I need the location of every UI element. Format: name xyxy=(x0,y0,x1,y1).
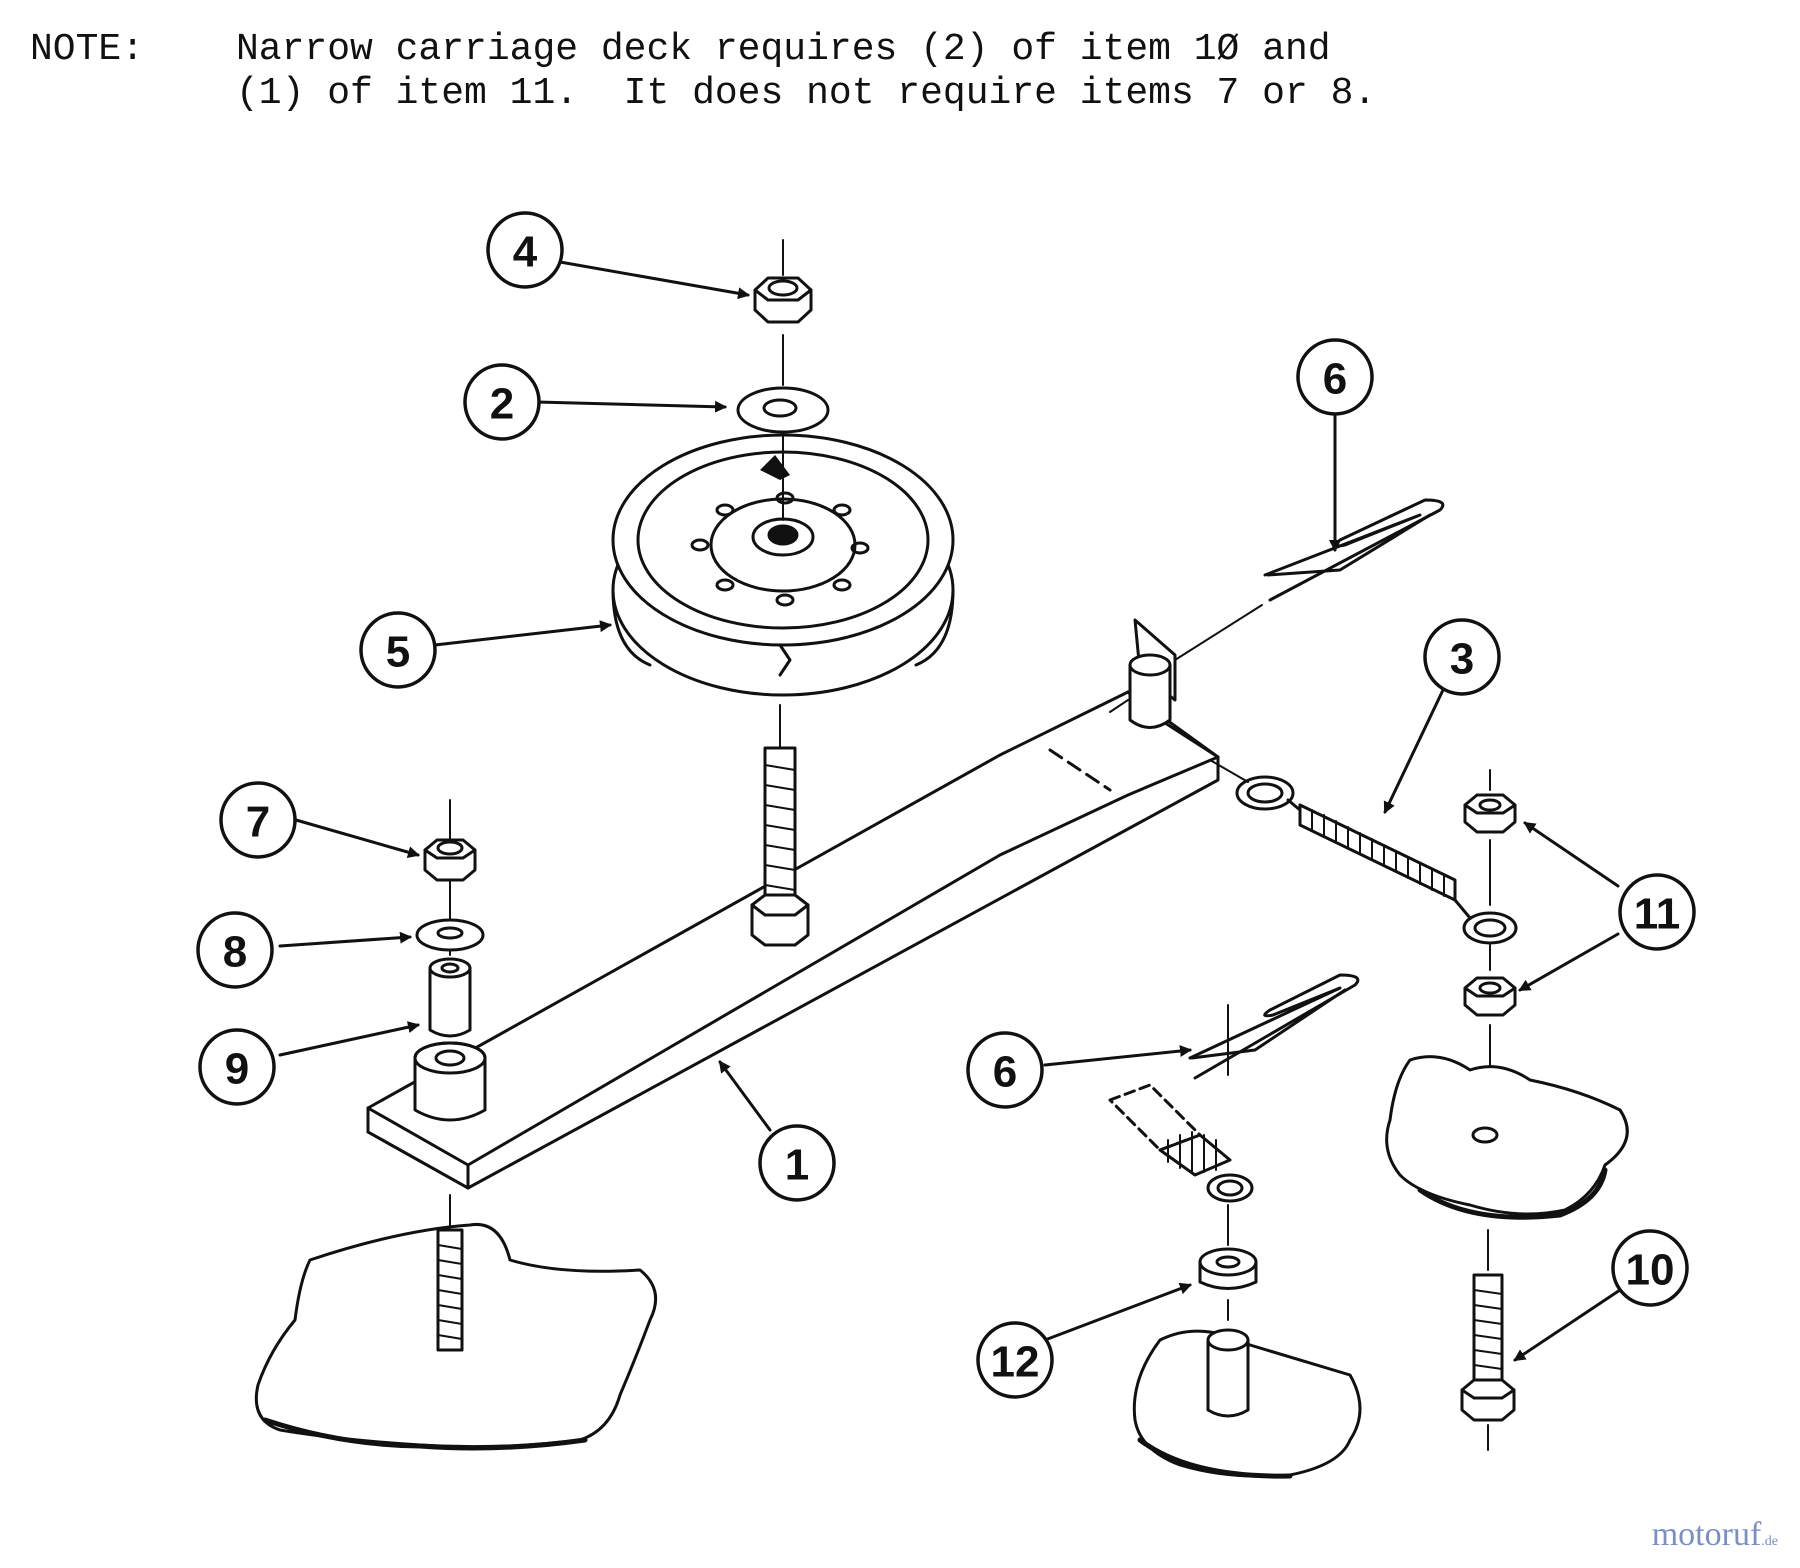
deck-plate-left xyxy=(254,1194,658,1451)
washer-small xyxy=(415,918,485,952)
hairpin-clip-upper xyxy=(1263,498,1445,602)
idler-pulley xyxy=(611,424,955,697)
deck-plate-right xyxy=(1385,1055,1629,1220)
svg-text:7: 7 xyxy=(246,798,270,847)
svg-text:1: 1 xyxy=(785,1141,809,1190)
callout-9: 9 xyxy=(198,1028,276,1106)
bar-spacer xyxy=(413,1041,487,1122)
svg-text:9: 9 xyxy=(225,1045,249,1094)
arm-pin xyxy=(1109,604,1263,729)
svg-text:5: 5 xyxy=(386,628,410,677)
svg-text:2: 2 xyxy=(490,380,514,429)
svg-text:11: 11 xyxy=(1634,890,1681,939)
callout-3: 3 xyxy=(1423,618,1501,696)
svg-text:12: 12 xyxy=(991,1338,1040,1387)
note-line-2: (1) of item 11. It does not require item… xyxy=(236,72,1377,115)
extension-spring xyxy=(1209,759,1518,945)
svg-text:6: 6 xyxy=(1323,355,1347,404)
spring-end-lower xyxy=(1108,1083,1254,1246)
svg-text:8: 8 xyxy=(223,928,247,977)
callout-8: 8 xyxy=(196,911,274,989)
svg-text:3: 3 xyxy=(1450,635,1474,684)
note-label: NOTE: xyxy=(30,28,145,71)
callout-2: 2 xyxy=(463,363,541,441)
pulley-bolt xyxy=(750,704,810,947)
callout-4: 4 xyxy=(486,211,564,289)
callout-7: 7 xyxy=(219,781,297,859)
hairpin-clip-lower xyxy=(1188,973,1360,1080)
carriage-bolt xyxy=(1460,1229,1516,1451)
callout-6-upper: 6 xyxy=(1296,338,1374,416)
note-line-1: Narrow carriage deck requires (2) of ite… xyxy=(236,28,1331,71)
callout-1: 1 xyxy=(758,1124,836,1202)
watermark-logo: motoruf.de xyxy=(1652,1516,1778,1554)
svg-text:10: 10 xyxy=(1626,1246,1675,1295)
washer-large xyxy=(736,334,830,434)
callout-10: 10 xyxy=(1611,1229,1689,1307)
note-text: NOTE: Narrow carriage deck requires (2) … xyxy=(30,28,1376,204)
callout-11: 11 xyxy=(1618,873,1696,951)
bushing xyxy=(428,799,472,1038)
lock-nut-large xyxy=(753,239,813,324)
watermark-name: motoruf xyxy=(1651,1516,1762,1553)
lock-nut-small xyxy=(423,838,477,882)
leader-lines xyxy=(278,260,1622,1362)
callout-12: 12 xyxy=(976,1321,1054,1399)
nut-right-upper xyxy=(1463,769,1517,906)
callout-6-lower: 6 xyxy=(966,1031,1044,1109)
svg-text:4: 4 xyxy=(513,228,538,277)
nut-right-lower xyxy=(1463,944,1517,1091)
svg-text:6: 6 xyxy=(993,1048,1017,1097)
deck-plate-lower xyxy=(1132,1328,1362,1479)
callout-5: 5 xyxy=(359,611,437,689)
spacer-lower xyxy=(1198,1247,1258,1321)
watermark-tld: .de xyxy=(1761,1534,1778,1549)
